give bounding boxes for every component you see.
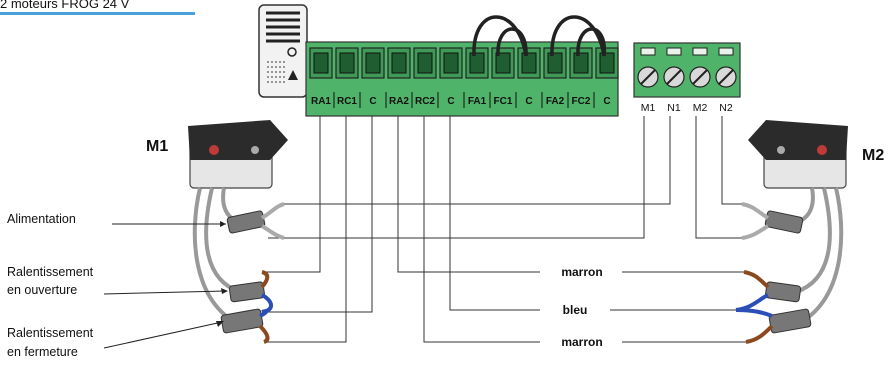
terminal-slot: RC2 <box>411 47 437 108</box>
jumper-fc2-c <box>576 27 607 57</box>
terminal-label: C <box>369 96 376 107</box>
motor-m2 <box>748 120 848 327</box>
terminal-label: FC1 <box>494 96 513 107</box>
wire-m2 <box>695 116 742 239</box>
wire-label-top: marron <box>561 265 602 279</box>
jumper-fa1-c <box>472 15 528 57</box>
connector-slot: N2 <box>715 47 737 114</box>
wire-rc2 <box>423 116 540 343</box>
terminal-slot: FA1 <box>463 47 489 108</box>
connector-label: N2 <box>719 102 733 114</box>
wire-c2 <box>449 116 540 311</box>
header: 2 moteurs FROG 24 V <box>0 0 195 15</box>
terminal-label: FA1 <box>468 96 487 107</box>
terminal-slot: FA2 <box>541 47 567 108</box>
control-wires <box>262 116 746 343</box>
label-slow-close-1: Ralentissement <box>7 326 94 340</box>
receiver-module <box>258 4 308 98</box>
wire-n2 <box>721 116 742 205</box>
connector-label: M2 <box>693 102 708 114</box>
motor-m1-label: M1 <box>146 138 168 155</box>
label-slow-open-1: Ralentissement <box>7 265 94 279</box>
connector-slot: M2 <box>689 47 711 114</box>
terminal-label: RA1 <box>311 96 331 107</box>
terminal-slot: C <box>359 47 385 108</box>
wire-n1 <box>282 116 671 205</box>
jumpers <box>472 15 607 57</box>
terminal-slot: C <box>437 47 463 108</box>
terminal-slot: RA2 <box>385 47 411 108</box>
terminal-label: FA2 <box>546 96 565 107</box>
terminal-slot: C <box>593 47 619 108</box>
wire-label-bottom: marron <box>561 335 602 349</box>
annotations: Alimentation Ralentissement en ouverture… <box>7 212 228 359</box>
wire-ra2 <box>397 116 540 273</box>
terminal-label: C <box>603 96 610 107</box>
terminal-slot: RA1 <box>309 47 333 107</box>
terminal-label: RC1 <box>337 96 357 107</box>
terminal-slot: FC2 <box>567 47 593 108</box>
terminal-slot: C <box>515 47 541 108</box>
motor-m1 <box>188 120 288 327</box>
right-plugs <box>735 202 812 344</box>
wire-label-middle: bleu <box>563 303 588 317</box>
label-slow-close-2: en fermeture <box>7 345 78 359</box>
terminal-slot: RC1 <box>333 47 359 108</box>
header-underline <box>0 12 195 15</box>
terminal-label: C <box>447 96 454 107</box>
wire-c1 <box>262 116 373 313</box>
motor-m2-label: M2 <box>862 147 884 164</box>
label-power: Alimentation <box>7 212 76 226</box>
connector-label: N1 <box>667 102 681 114</box>
connector-slot: M1 <box>637 47 659 114</box>
motor-connector: M1 N1 M2 N2 <box>633 42 741 114</box>
left-plugs <box>220 202 285 344</box>
terminal-label: C <box>525 96 532 107</box>
terminal-label: RA2 <box>389 96 409 107</box>
header-title: 2 moteurs FROG 24 V <box>0 0 130 11</box>
terminal-block: RA1 RC1 C RA2 RC2 C FA1 FC1 C FA2 FC2 C <box>305 41 619 117</box>
wire-m1 <box>268 116 645 239</box>
label-slow-open-2: en ouverture <box>7 283 77 297</box>
wire-ra1 <box>262 116 321 273</box>
wire-rc1 <box>264 116 347 343</box>
connector-slot: N1 <box>663 47 685 114</box>
terminal-label: FC2 <box>572 96 591 107</box>
terminal-label: RC2 <box>415 96 435 107</box>
connector-label: M1 <box>641 102 656 114</box>
jumper-fa2-c <box>550 15 606 57</box>
terminal-slot: FC1 <box>489 47 515 108</box>
jumper-fc1-c <box>496 27 528 57</box>
